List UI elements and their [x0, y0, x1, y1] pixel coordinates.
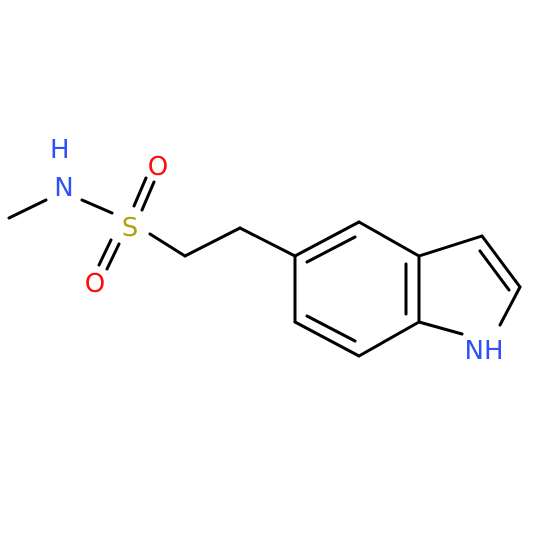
bond-n1-c7a — [417, 320, 464, 336]
amide-nh-label: H — [50, 135, 70, 165]
amide-h-label: H — [50, 135, 70, 165]
sulfur-label: S — [122, 213, 139, 243]
oxygen-bottom-label: O — [85, 269, 105, 299]
amide-n-label: N — [54, 173, 73, 203]
bonds — [7, 176, 522, 358]
oxygen-top-symbol: O — [148, 152, 168, 182]
bond-c7-c6 — [293, 320, 361, 358]
indole-h-symbol: H — [484, 336, 504, 366]
bond-ch2-ch2 — [183, 226, 242, 258]
sulfur-symbol: S — [122, 213, 139, 243]
bond-s-o-bottom-2 — [105, 242, 121, 271]
amide-n-symbol: N — [54, 173, 73, 203]
bond-c5-c4 — [293, 220, 361, 258]
bond-ch2-ring — [238, 226, 297, 258]
bond-s-o-top-2 — [140, 180, 156, 212]
oxygen-top-label: O — [148, 152, 168, 182]
bond-c7a-c7 — [357, 320, 421, 358]
bond-inner-1 — [305, 235, 357, 264]
bond-c2-n1 — [498, 285, 522, 327]
bond-c3a-c3 — [417, 234, 484, 258]
bond-methyl-n — [7, 198, 48, 220]
bond-c4-c3a — [357, 220, 421, 258]
oxygen-bottom-symbol: O — [85, 269, 105, 299]
bond-inner-3 — [305, 314, 357, 343]
bond-c3-c2 — [480, 234, 522, 289]
indole-n-symbol: N — [464, 336, 483, 366]
bond-s-ch2 — [148, 232, 187, 258]
bond-s-o-top-1 — [132, 176, 148, 208]
atom-labels: H N S O O NH — [50, 135, 504, 366]
bond-c3-c2-inner — [478, 249, 511, 292]
indole-nh-label: NH — [464, 336, 503, 366]
bond-s-o-bottom-1 — [97, 238, 113, 267]
bond-n-s — [80, 198, 114, 215]
